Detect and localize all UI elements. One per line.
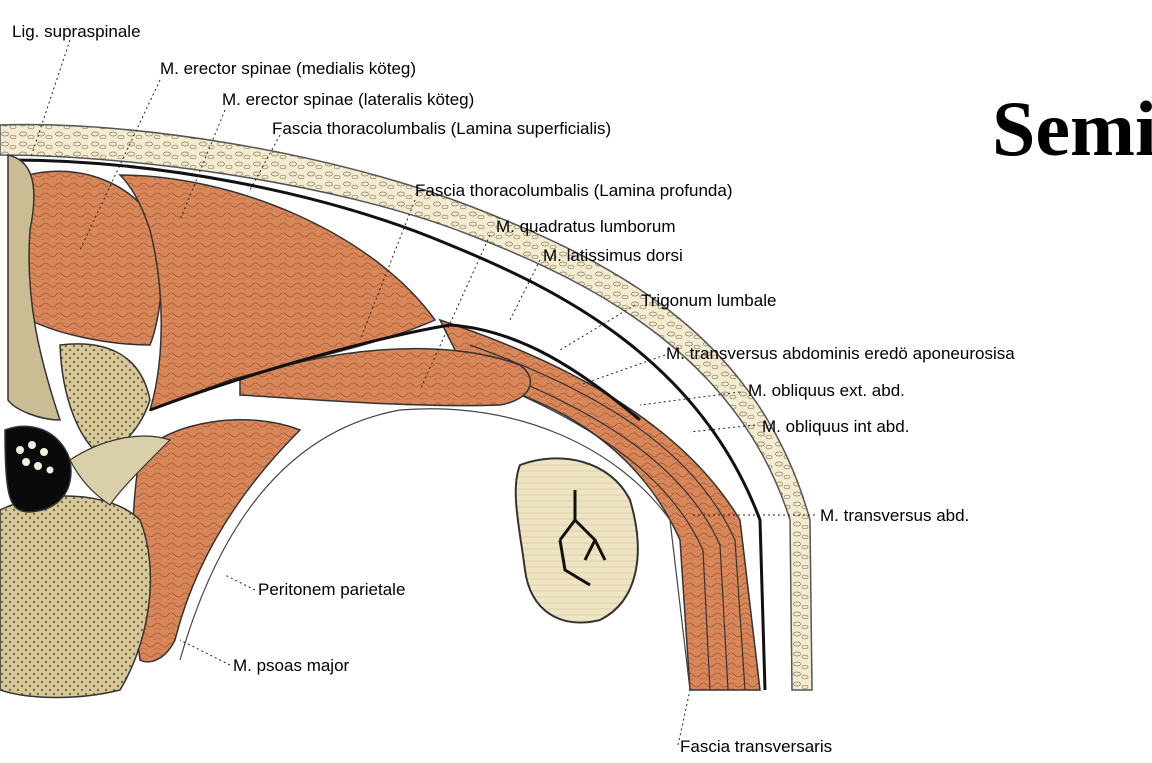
psoas-major	[133, 420, 301, 662]
label-latissimus-dorsi: M. latissimus dorsi	[543, 246, 683, 265]
label-obliquus-ext: M. obliquus ext. abd.	[748, 381, 905, 400]
label-peritonem-parietale: Peritonem parietale	[258, 580, 405, 599]
slide-title: Semi	[992, 84, 1152, 174]
label-fascia-superficialis: Fascia thoracolumbalis (Lamina superfici…	[272, 119, 611, 138]
colon	[516, 458, 638, 622]
label-transversus-abd: M. transversus abd.	[820, 506, 969, 525]
label-trigonum-lumbale: Trigonum lumbale	[641, 291, 776, 310]
label-lig-supraspinale: Lig. supraspinale	[12, 22, 141, 41]
label-fascia-profunda: Fascia thoracolumbalis (Lamina profunda)	[415, 181, 733, 200]
label-obliquus-int: M. obliquus int abd.	[762, 417, 909, 436]
vertebral-body	[0, 496, 150, 697]
label-psoas-major: M. psoas major	[233, 656, 350, 675]
label-transversus-aponeurosis: M. transversus abdominis eredö aponeuros…	[666, 344, 1015, 363]
label-erector-lateralis: M. erector spinae (lateralis köteg)	[222, 90, 474, 109]
label-erector-medialis: M. erector spinae (medialis köteg)	[160, 59, 416, 78]
label-fascia-transversaris: Fascia transversaris	[680, 737, 832, 756]
label-quadratus-lumborum: M. quadratus lumborum	[496, 217, 676, 236]
